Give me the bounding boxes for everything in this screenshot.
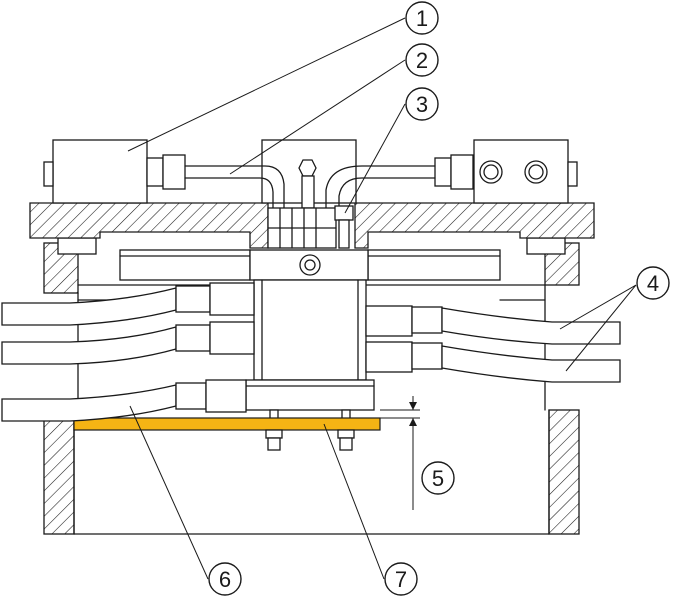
left-hose-3-nut (175, 382, 207, 410)
tube-right-upper (325, 165, 436, 209)
dimension-gap (380, 396, 420, 510)
housing-right-inner-edge (544, 284, 550, 535)
manifold-body (253, 279, 367, 381)
callout-6-label: 6 (219, 567, 231, 592)
callout-5: 5 (421, 461, 455, 495)
dimension-arrow-bottom (409, 418, 417, 426)
tube-left-upper (184, 165, 285, 209)
callout-1: 1 (405, 1, 439, 35)
right-hose-2-fitting (365, 341, 413, 373)
callout-6: 6 (208, 562, 242, 596)
leader-7 (323, 423, 385, 580)
top-plate-right (354, 202, 595, 249)
valve-block-right (473, 139, 569, 204)
callout-5-circle (421, 461, 455, 495)
left-hose-2-nut (175, 324, 211, 352)
fitting-right-nut (434, 157, 452, 187)
left-hose-2 (1, 326, 177, 365)
dimension-arrow-top (409, 402, 417, 410)
port-circle-2-inner (528, 164, 544, 180)
callout-3: 3 (405, 87, 439, 121)
sensor-body (338, 219, 350, 249)
right-hose-1-nut (411, 306, 443, 334)
bottom-bolts (265, 429, 355, 451)
port-circle-2-outer (524, 160, 548, 184)
right-hose-1-fitting (365, 305, 413, 337)
fitting-left-nut (146, 157, 164, 187)
tube-right-lower (338, 177, 436, 209)
left-hose-1-nut (175, 285, 211, 313)
right-clamp-lip (526, 237, 566, 255)
fitting-right-body (450, 154, 474, 190)
connector-block (267, 205, 354, 249)
inner-flange-right (367, 249, 501, 281)
tube-left-lower (184, 177, 274, 209)
manifold-body-edges (261, 279, 359, 381)
bolt-right-head (337, 429, 355, 439)
callout-2-label: 2 (416, 48, 428, 73)
left-hoses (1, 282, 255, 422)
yellow-plate (73, 417, 381, 431)
dimension-extension-lines (380, 409, 420, 419)
fitting-left-body (162, 154, 186, 190)
leader-lines (127, 17, 637, 580)
leader-6 (129, 405, 209, 580)
callout-1-circle (405, 1, 439, 35)
valve-block-left-cap (43, 161, 54, 187)
left-hose-3 (1, 384, 177, 422)
manifold-base (245, 379, 375, 411)
leader-1 (127, 17, 406, 152)
central-manifold (245, 249, 375, 421)
hex-nut-center (298, 159, 317, 177)
housing-right-lower-wall (548, 409, 580, 535)
top-plate (29, 202, 595, 281)
callout-6-circle (208, 562, 242, 596)
inner-flange-left (119, 249, 251, 281)
leader-3 (344, 103, 406, 214)
left-clamp-lip (57, 237, 97, 255)
callout-7-circle (384, 562, 418, 596)
leader-4 (559, 284, 637, 372)
bolt-left-head (265, 429, 283, 439)
callout-1-label: 1 (416, 6, 428, 31)
port-circle-1-outer (479, 160, 503, 184)
left-hose-2-fitting (209, 321, 255, 355)
callout-7: 7 (384, 562, 418, 596)
callout-7-label: 7 (395, 567, 407, 592)
bolt-left-nut (267, 437, 281, 451)
right-hose-2 (441, 345, 621, 383)
valve-block-right-cap (567, 161, 578, 187)
port-circle-1-inner (483, 164, 499, 180)
housing-left-lower-wall (43, 417, 75, 535)
callout-5-label: 5 (432, 466, 444, 491)
left-hose-1-fitting (209, 282, 255, 316)
callout-3-label: 3 (416, 92, 428, 117)
left-hose-1 (1, 287, 177, 326)
callout-2-circle (405, 43, 439, 77)
sensor-head (334, 205, 354, 221)
manifold-port-outer (299, 254, 321, 276)
callout-3-circle (405, 87, 439, 121)
callout-4-label: 4 (647, 271, 659, 296)
callout-4-circle (636, 266, 670, 300)
top-tubing (146, 154, 474, 209)
valve-block-left (52, 139, 148, 204)
right-hose-2-nut (411, 342, 443, 370)
left-hose-3-fitting (205, 379, 247, 413)
right-hoses (365, 305, 621, 383)
callout-2: 2 (405, 43, 439, 77)
right-hose-1 (441, 307, 621, 345)
center-stem (301, 175, 315, 209)
manifold-port-inner (304, 259, 316, 271)
bolt-right-nut (339, 437, 353, 451)
leader-2 (229, 59, 406, 175)
callout-4: 4 (636, 266, 670, 300)
